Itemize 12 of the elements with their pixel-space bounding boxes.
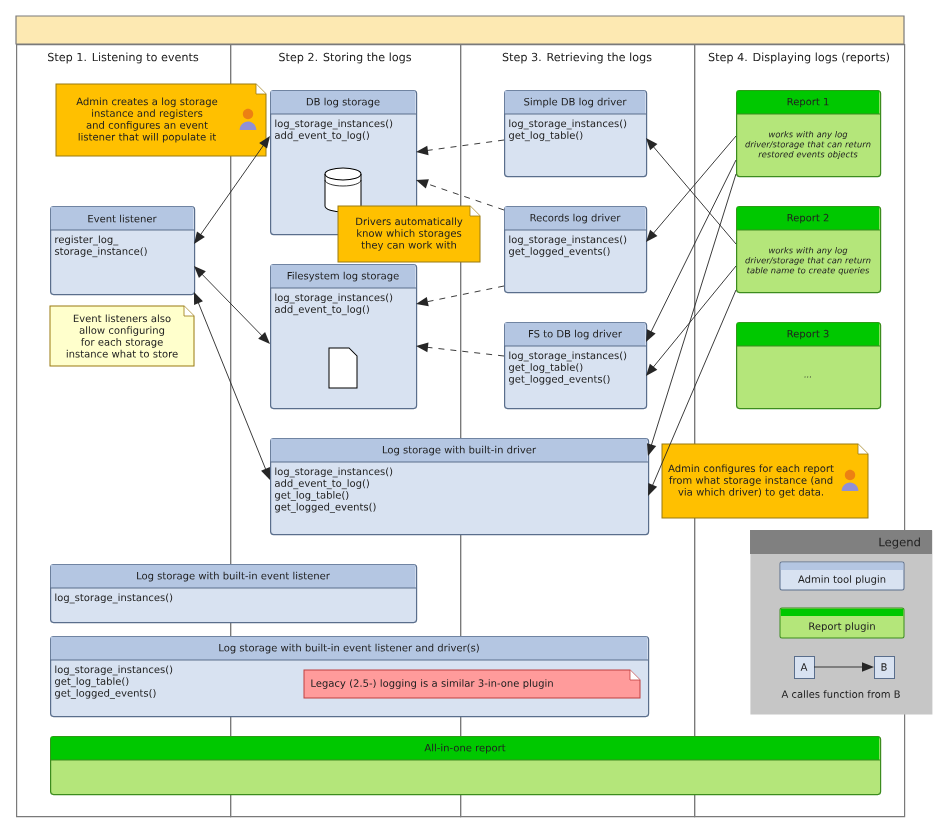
arrow xyxy=(646,159,737,342)
arrow xyxy=(647,173,737,456)
arrow xyxy=(646,265,737,376)
arrow xyxy=(416,342,505,357)
arrow xyxy=(416,179,505,211)
arrow xyxy=(648,289,737,496)
arrow xyxy=(416,285,505,307)
arrow xyxy=(194,266,270,344)
arrow xyxy=(194,292,270,480)
arrow xyxy=(813,662,874,672)
arrow xyxy=(194,136,270,244)
arrow xyxy=(416,139,505,156)
